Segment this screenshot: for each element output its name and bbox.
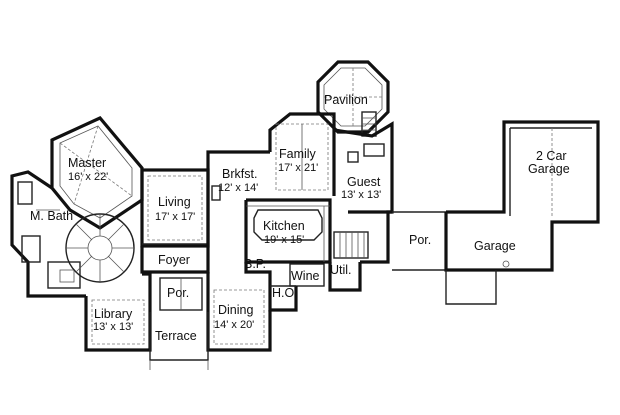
room-library-name: Library xyxy=(94,307,133,321)
foyer-structure xyxy=(140,246,210,311)
room-dining-dims: 14' x 20' xyxy=(214,319,254,331)
room-master-name: Master xyxy=(68,156,106,170)
room-living-dims: 17' x 17' xyxy=(155,211,195,223)
terrace-structure xyxy=(149,312,209,370)
room-por-front-name: Por. xyxy=(167,286,189,300)
family-structure xyxy=(268,112,336,196)
room-car-garage-name-line2: Garage xyxy=(528,162,570,176)
room-guest-name: Guest xyxy=(347,175,381,189)
spiral-staircase xyxy=(65,213,135,283)
room-pavilion-name: Pavilion xyxy=(324,93,368,107)
room-bp-name: B.P. xyxy=(244,257,266,271)
guest-structure xyxy=(333,121,394,214)
room-terrace-name: Terrace xyxy=(155,329,197,343)
room-brkfst-name: Brkfst. xyxy=(222,167,257,181)
room-kitchen-name: Kitchen xyxy=(263,219,305,233)
room-family-dims: 17' x 21' xyxy=(278,162,318,174)
garage-structure xyxy=(444,120,600,305)
master-suite-structure xyxy=(50,116,144,230)
room-util-name: Util. xyxy=(330,263,352,277)
room-wine-name: Wine xyxy=(291,269,320,283)
service-structure xyxy=(289,210,392,292)
room-family-name: Family xyxy=(279,147,317,161)
room-dining-name: Dining xyxy=(218,303,253,317)
room-garage-name: Garage xyxy=(474,239,516,253)
room-kitchen-dims: 19' x 15' xyxy=(264,234,304,246)
room-guest-dims: 13' x 13' xyxy=(341,189,381,201)
room-foyer-name: Foyer xyxy=(158,253,190,267)
bp-ho-structure xyxy=(244,262,298,312)
room-master-dims: 16' x 22' xyxy=(68,171,108,183)
room-ho-name: H.O xyxy=(272,286,295,300)
room-library-dims: 13' x 13' xyxy=(93,321,133,333)
room-por-east-name: Por. xyxy=(409,233,431,247)
room-car-garage-name: 2 Car xyxy=(536,149,567,163)
master-bath-structure xyxy=(10,170,86,298)
room-living-name: Living xyxy=(158,195,191,209)
room-brkfst-dims: 12' x 14' xyxy=(218,182,258,194)
breakfast-structure xyxy=(206,150,270,246)
dining-structure xyxy=(206,272,272,352)
room-mbath-name: M. Bath xyxy=(30,209,73,223)
